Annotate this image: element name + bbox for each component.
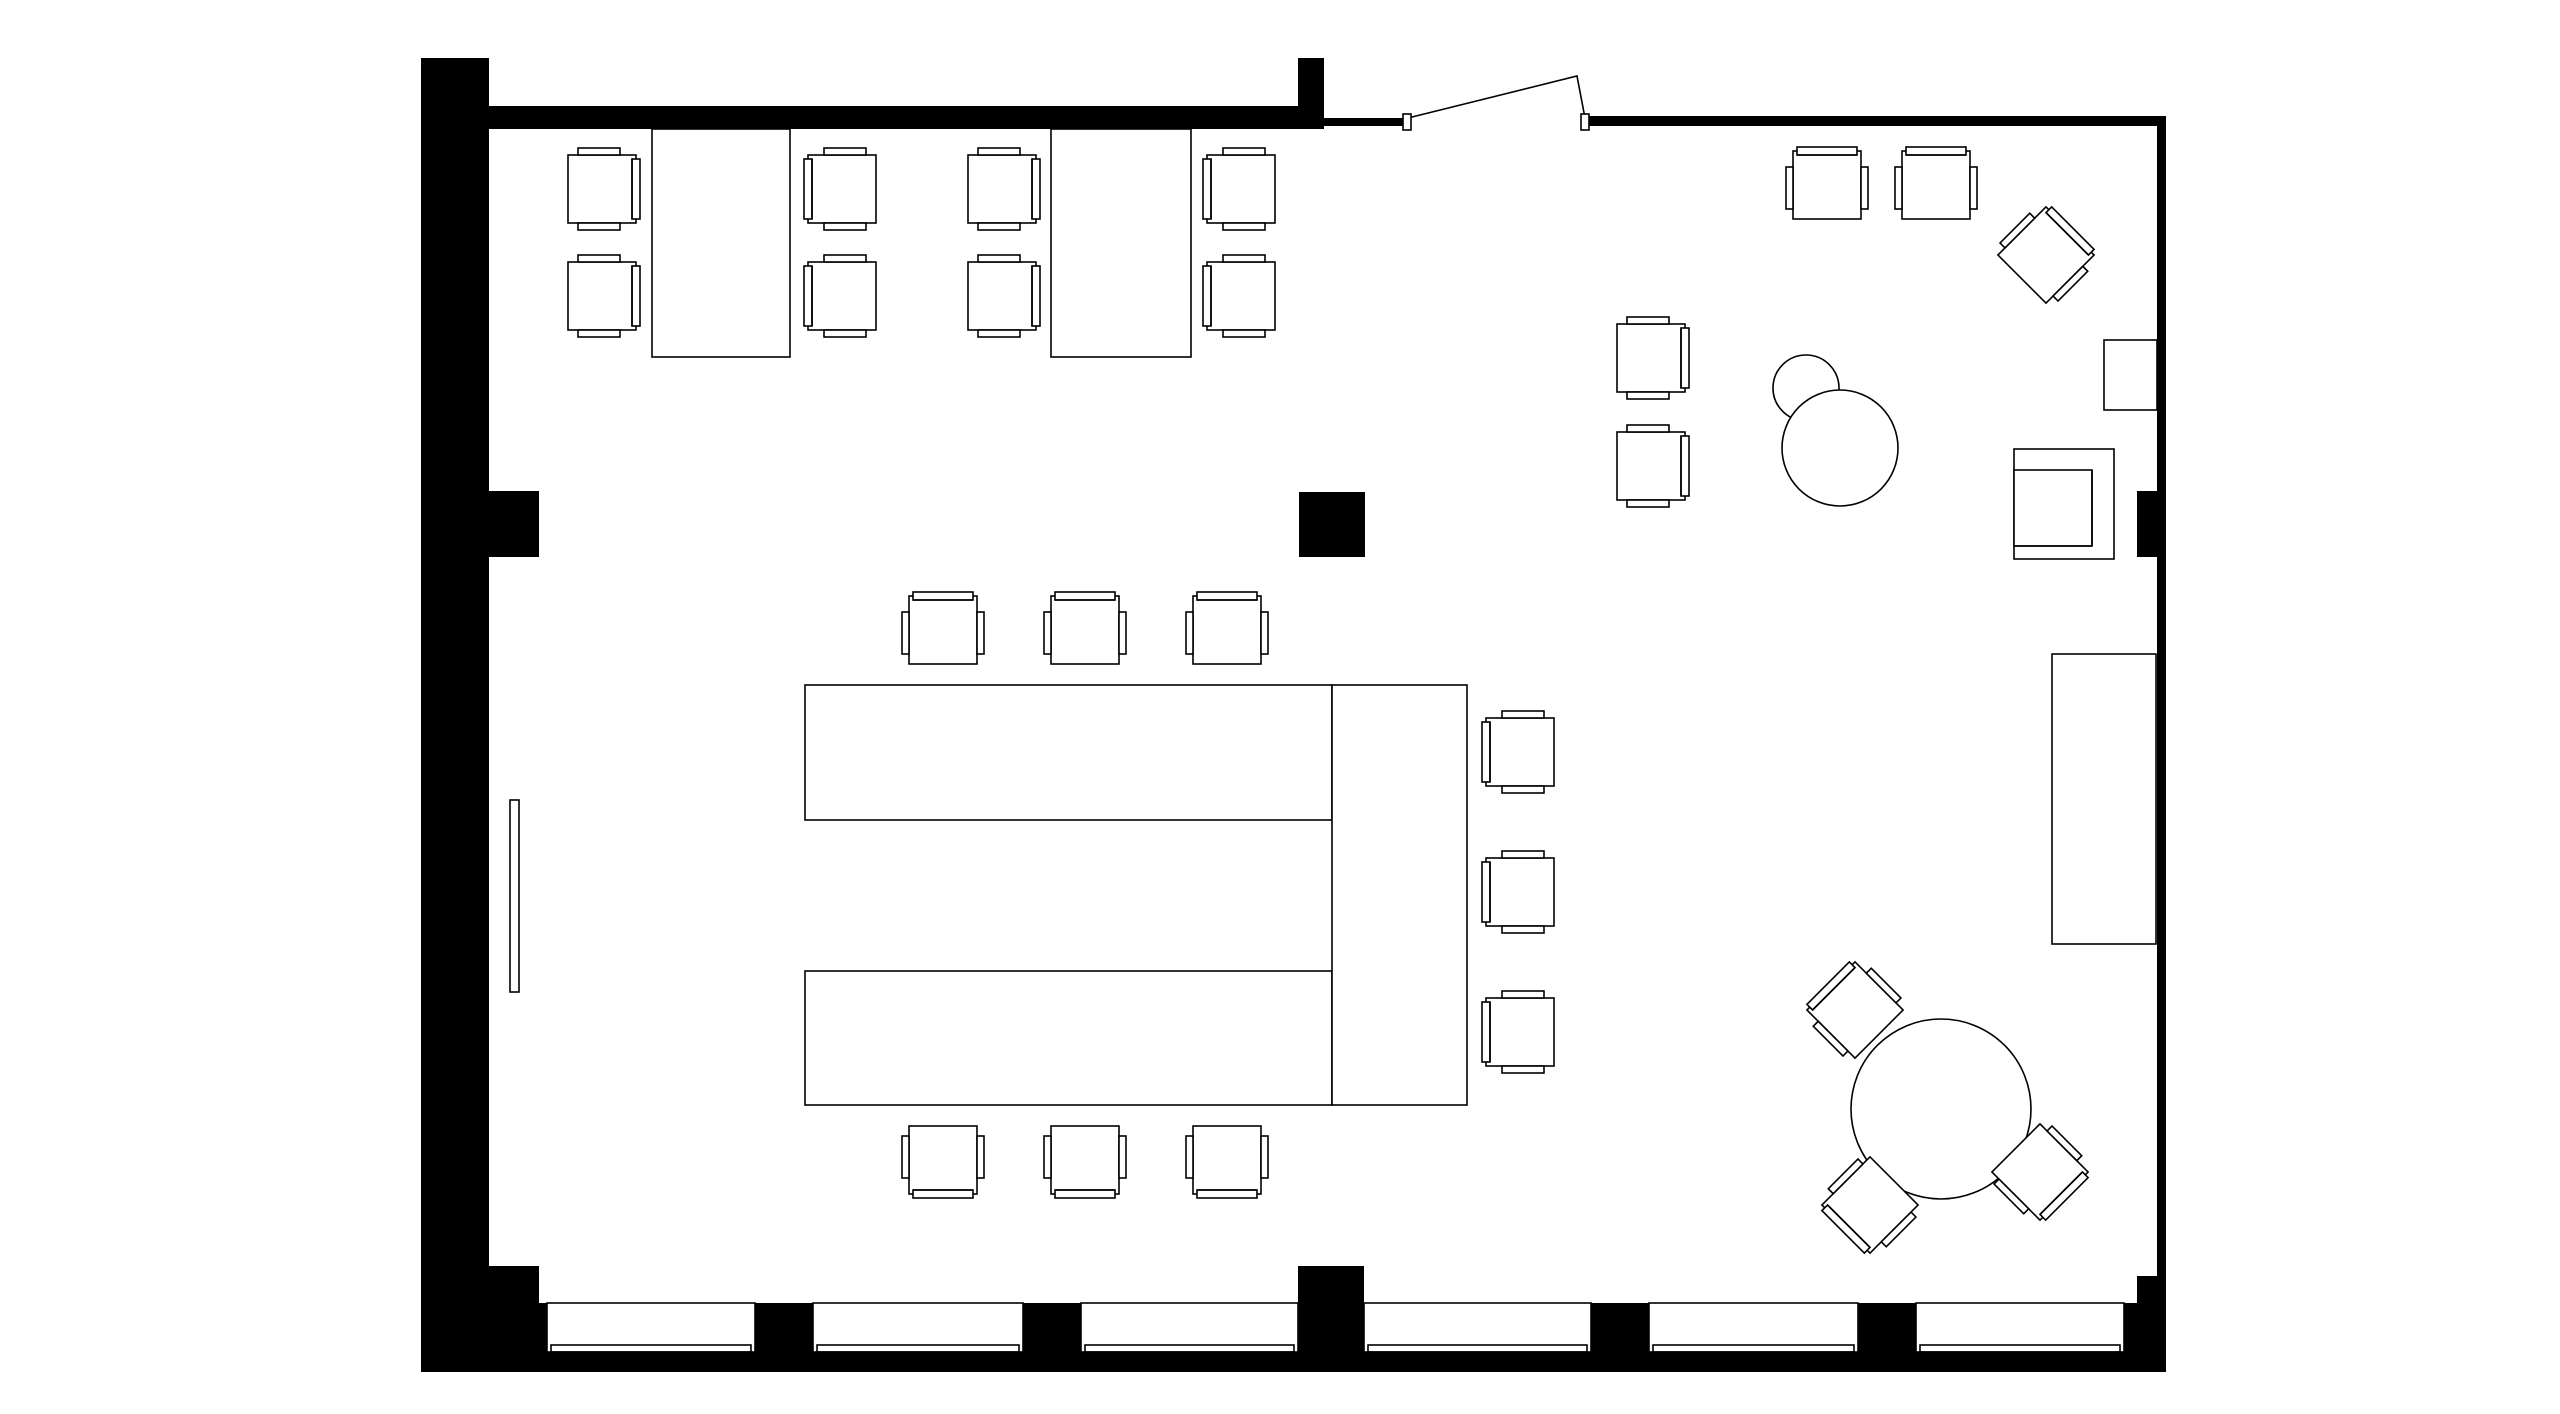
armchair xyxy=(2013,448,2115,560)
chair-20 xyxy=(1785,146,1869,220)
chair-23 xyxy=(1805,960,1905,1060)
chair-5 xyxy=(967,147,1041,231)
wall-east xyxy=(2157,116,2166,1372)
window-4 xyxy=(1363,1302,1592,1353)
chair-16 xyxy=(1481,850,1555,934)
round-table-large xyxy=(1850,1018,2032,1200)
mullion-3 xyxy=(1298,1303,1364,1372)
cabinet-east xyxy=(2103,339,2158,411)
door-jamb-east xyxy=(1580,113,1590,131)
door-north xyxy=(1402,75,1590,131)
mullion-0 xyxy=(489,1303,547,1372)
chair-2 xyxy=(567,254,641,338)
chair-15 xyxy=(1481,710,1555,794)
chair-25 xyxy=(1990,1122,2090,1222)
wall-east-pillar xyxy=(2137,491,2157,557)
wall-west-pillar xyxy=(489,491,539,557)
window-2 xyxy=(812,1302,1024,1353)
mullion-4 xyxy=(1591,1303,1649,1372)
chair-22 xyxy=(1996,205,2096,305)
desk-north-left xyxy=(651,128,791,358)
window-1 xyxy=(546,1302,756,1353)
wall-north-right-left-stub xyxy=(1324,118,1404,126)
window-3 xyxy=(1080,1302,1299,1353)
conference-table-bottom xyxy=(804,970,1333,1106)
chair-8 xyxy=(1202,254,1276,338)
chair-21 xyxy=(1894,146,1978,220)
chair-1 xyxy=(567,147,641,231)
wall-west xyxy=(421,58,489,1372)
windows xyxy=(546,1302,2125,1353)
chair-18 xyxy=(1616,316,1690,400)
chairs xyxy=(567,146,2096,1255)
walls xyxy=(421,58,2166,1372)
chair-12 xyxy=(901,1125,985,1199)
desk-north-right xyxy=(1050,128,1192,358)
chair-19 xyxy=(1616,424,1690,508)
column-center xyxy=(1299,492,1365,557)
side-table-round-medium xyxy=(1781,389,1899,507)
tables xyxy=(651,128,2158,1200)
chair-9 xyxy=(901,591,985,665)
chair-6 xyxy=(967,254,1041,338)
chair-17 xyxy=(1481,990,1555,1074)
wall-north-right xyxy=(1587,116,2165,126)
chair-3 xyxy=(803,147,877,231)
mullion-6 xyxy=(2124,1303,2166,1372)
chair-7 xyxy=(1202,147,1276,231)
window-5 xyxy=(1648,1302,1859,1353)
wall-north-pillar xyxy=(1298,58,1324,129)
conference-table-end xyxy=(1331,684,1468,1106)
chair-13 xyxy=(1043,1125,1127,1199)
mullion-5 xyxy=(1858,1303,1916,1372)
chair-11 xyxy=(1185,591,1269,665)
window-6 xyxy=(1915,1302,2125,1353)
chair-14 xyxy=(1185,1125,1269,1199)
wall-south-sill xyxy=(421,1352,2166,1372)
door-jamb-west xyxy=(1402,113,1412,131)
chair-4 xyxy=(803,254,877,338)
mullion-2 xyxy=(1023,1303,1081,1372)
whiteboard-west xyxy=(509,799,520,993)
chair-10 xyxy=(1043,591,1127,665)
mullion-1 xyxy=(755,1303,813,1372)
conference-table-top xyxy=(804,684,1333,821)
wall-north-left xyxy=(421,106,1324,129)
sideboard-east xyxy=(2051,653,2157,945)
chair-24 xyxy=(1820,1155,1920,1255)
